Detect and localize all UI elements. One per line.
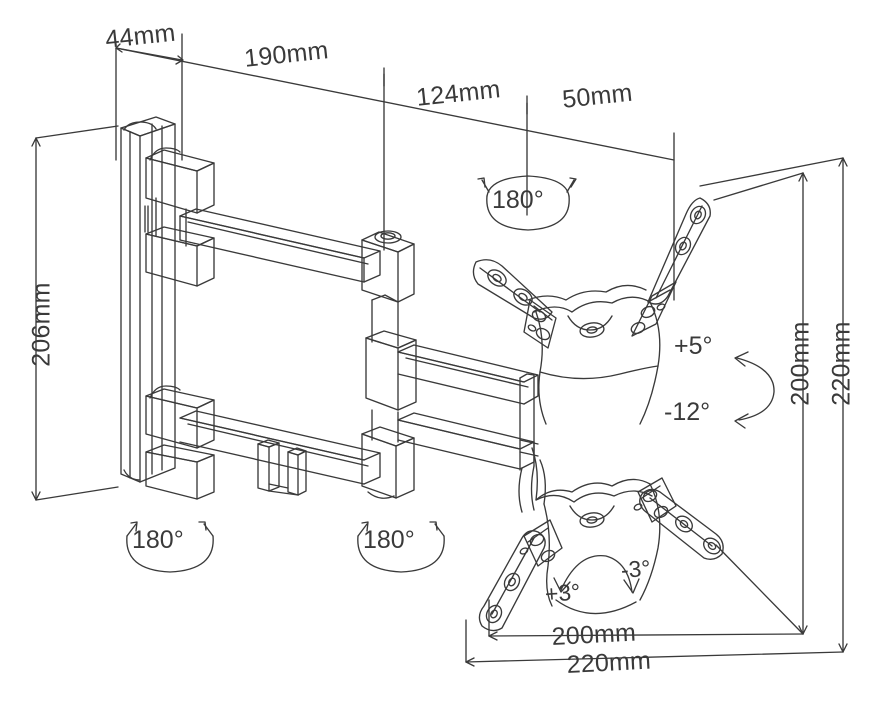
right-vertical-dimensions [699, 157, 848, 653]
angle-label-tilt-up-plus5: +5° [674, 332, 713, 360]
angle-label-wall-swivel-180: 180° [132, 526, 184, 554]
elbow-joint [361, 230, 417, 499]
bottom-horizontal-dimensions [465, 599, 844, 667]
angle-label-roll-minus3: -3° [620, 554, 652, 583]
rotation-arc-elbow [357, 521, 445, 573]
rotation-arc-wall [126, 521, 214, 573]
dimension-label-vesa-vertical-220mm: 220mm [827, 321, 856, 406]
second-arm-upper [397, 344, 539, 405]
dimension-label-vesa-vertical-200mm: 200mm [786, 321, 815, 406]
wall-plate [120, 116, 176, 483]
dimension-label-vesa-horizontal-220mm: 220mm [566, 646, 652, 679]
angle-label-tilt-down-minus12: -12° [664, 398, 711, 426]
vesa-arm-upper-right [630, 197, 711, 337]
angle-label-roll-plus3: +3° [544, 578, 582, 607]
cable-clip [257, 439, 307, 496]
vesa-arm-lower-right [633, 477, 724, 560]
angle-label-elbow-swivel-180: 180° [363, 526, 415, 554]
lower-arm-segment [179, 410, 381, 485]
lower-wall-hinge [145, 385, 215, 500]
vesa-plate-lower [531, 447, 661, 615]
dimension-label-206mm: 206mm [27, 282, 56, 367]
rotation-arc-head [477, 175, 577, 231]
left-height-dimension [31, 125, 119, 501]
second-arm-lower [397, 412, 535, 470]
top-dimension-chain [115, 33, 675, 301]
tilt-arc [734, 351, 775, 429]
angle-label-head-swivel-180: 180° [492, 186, 544, 214]
upper-arm-segment [179, 208, 381, 283]
roll-arc [553, 554, 640, 594]
upper-wall-hinge [145, 147, 215, 287]
vesa-arm-lower-left [478, 519, 563, 632]
vesa-arm-upper-left [472, 259, 557, 349]
head-tilt-spine [518, 373, 539, 513]
vesa-plate-upper [527, 284, 661, 425]
